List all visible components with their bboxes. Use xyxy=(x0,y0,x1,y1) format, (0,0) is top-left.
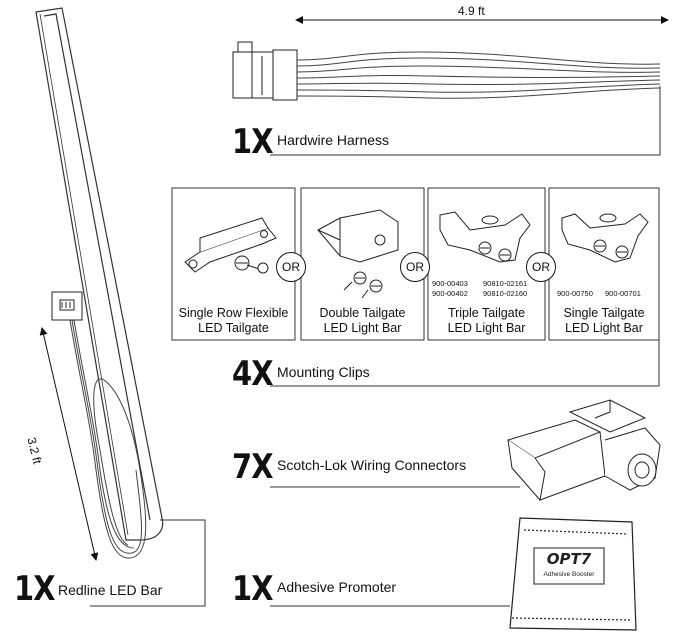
promoter-packet-text: Adhesive Booster xyxy=(543,571,595,578)
clip3-part-number-left-2: 900-00402 xyxy=(432,289,468,298)
led-bar-length-arrow xyxy=(39,327,99,561)
or-badge-3: OR xyxy=(526,252,556,282)
clip1-caption: Single Row Flexible LED Tailgate xyxy=(172,306,295,336)
clip2-caption-line2: LED Light Bar xyxy=(323,321,402,335)
ledbar-name: Redline LED Bar xyxy=(58,582,163,598)
clip3-part-number-left-1: 900-00403 xyxy=(432,279,468,288)
clip3-part-number-right-2: 90810-02160 xyxy=(483,289,528,298)
clip-triple-tailgate-drawing xyxy=(439,211,531,263)
connectors-quantity: 7X xyxy=(232,447,274,487)
mounting-quantity: 4X xyxy=(232,354,274,394)
clip-double-tailgate-drawing xyxy=(317,209,399,299)
ledbar-quantity: 1X xyxy=(14,569,56,609)
clip4-caption-line1: Single Tailgate xyxy=(563,306,645,320)
clip3-part-number-right-1: 90810-02161 xyxy=(483,279,528,288)
led-bar-connector-drawing xyxy=(51,291,83,321)
promoter-name: Adhesive Promoter xyxy=(277,579,397,595)
clip4-part-number-left: 900-00750 xyxy=(557,289,593,298)
clip4-caption-line2: LED Light Bar xyxy=(565,321,643,335)
clip4-caption: Single Tailgate LED Light Bar xyxy=(549,306,659,336)
clip3-caption: Triple Tailgate LED Light Bar xyxy=(428,306,545,336)
or-badge-2: OR xyxy=(400,252,430,282)
adhesive-promoter-packet-drawing xyxy=(509,517,637,631)
clip4-part-number-right: 900-00701 xyxy=(605,289,641,298)
clip3-caption-line1: Triple Tailgate xyxy=(447,306,526,320)
harness-connector-drawing xyxy=(232,41,298,101)
harness-length-label: 4.9 ft xyxy=(458,4,485,18)
clip-single-row-flexible-drawing xyxy=(184,217,277,274)
clip3-caption-line2: LED Light Bar xyxy=(447,321,526,335)
clip2-caption: Double Tailgate LED Light Bar xyxy=(301,306,424,336)
led-bar-bracket xyxy=(90,519,206,607)
clip-single-tailgate-drawing xyxy=(561,213,649,263)
scotch-lok-connector-drawing xyxy=(506,399,661,502)
led-bar-drawing xyxy=(35,7,164,541)
or-badge-1: OR xyxy=(276,252,306,282)
clip2-caption-line1: Double Tailgate xyxy=(319,306,406,320)
promoter-quantity: 1X xyxy=(232,569,274,609)
harness-name: Hardwire Harness xyxy=(277,132,390,148)
harness-wires-drawing xyxy=(296,51,661,99)
harness-quantity: 1X xyxy=(232,122,274,162)
clip1-caption-line2: LED Tailgate xyxy=(198,321,269,335)
connectors-name: Scotch-Lok Wiring Connectors xyxy=(277,457,467,473)
mounting-name: Mounting Clips xyxy=(277,364,370,380)
clip1-caption-line1: Single Row Flexible xyxy=(178,306,289,320)
harness-bracket xyxy=(270,86,661,156)
promoter-brand-logo: OPT7 xyxy=(546,550,592,568)
